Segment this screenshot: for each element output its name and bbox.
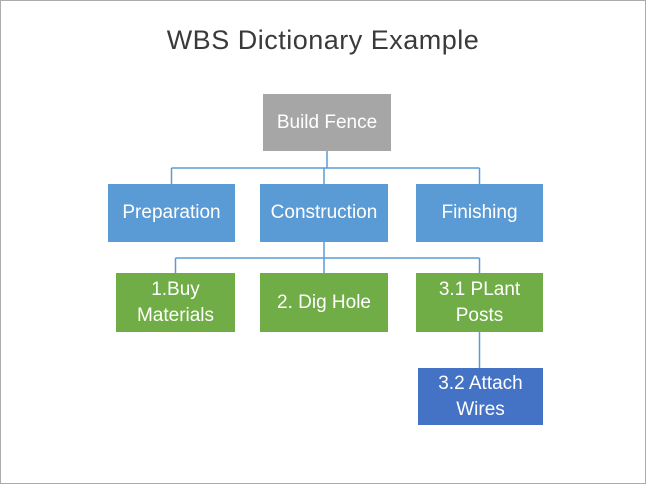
node-buy-materials: 1.Buy Materials bbox=[116, 273, 235, 332]
node-attach-wires-label: 3.2 Attach Wires bbox=[438, 372, 523, 420]
node-preparation: Preparation bbox=[108, 184, 235, 242]
node-buy-materials-label: 1.Buy Materials bbox=[136, 278, 215, 326]
node-plant-posts-label: 3.1 PLant Posts bbox=[438, 278, 521, 326]
node-finishing-label: Finishing bbox=[441, 202, 518, 224]
node-construction: Construction bbox=[260, 184, 388, 242]
node-build-fence: Build Fence bbox=[263, 94, 391, 151]
node-build-fence-label: Build Fence bbox=[276, 111, 378, 133]
node-dig-hole: 2. Dig Hole bbox=[260, 273, 388, 332]
diagram-title: WBS Dictionary Example bbox=[166, 25, 480, 55]
node-plant-posts: 3.1 PLant Posts bbox=[416, 273, 543, 332]
node-finishing: Finishing bbox=[416, 184, 543, 242]
node-dig-hole-label: 2. Dig Hole bbox=[277, 291, 371, 313]
node-attach-wires: 3.2 Attach Wires bbox=[418, 368, 543, 425]
node-preparation-label: Preparation bbox=[122, 202, 221, 224]
node-construction-label: Construction bbox=[270, 202, 378, 224]
